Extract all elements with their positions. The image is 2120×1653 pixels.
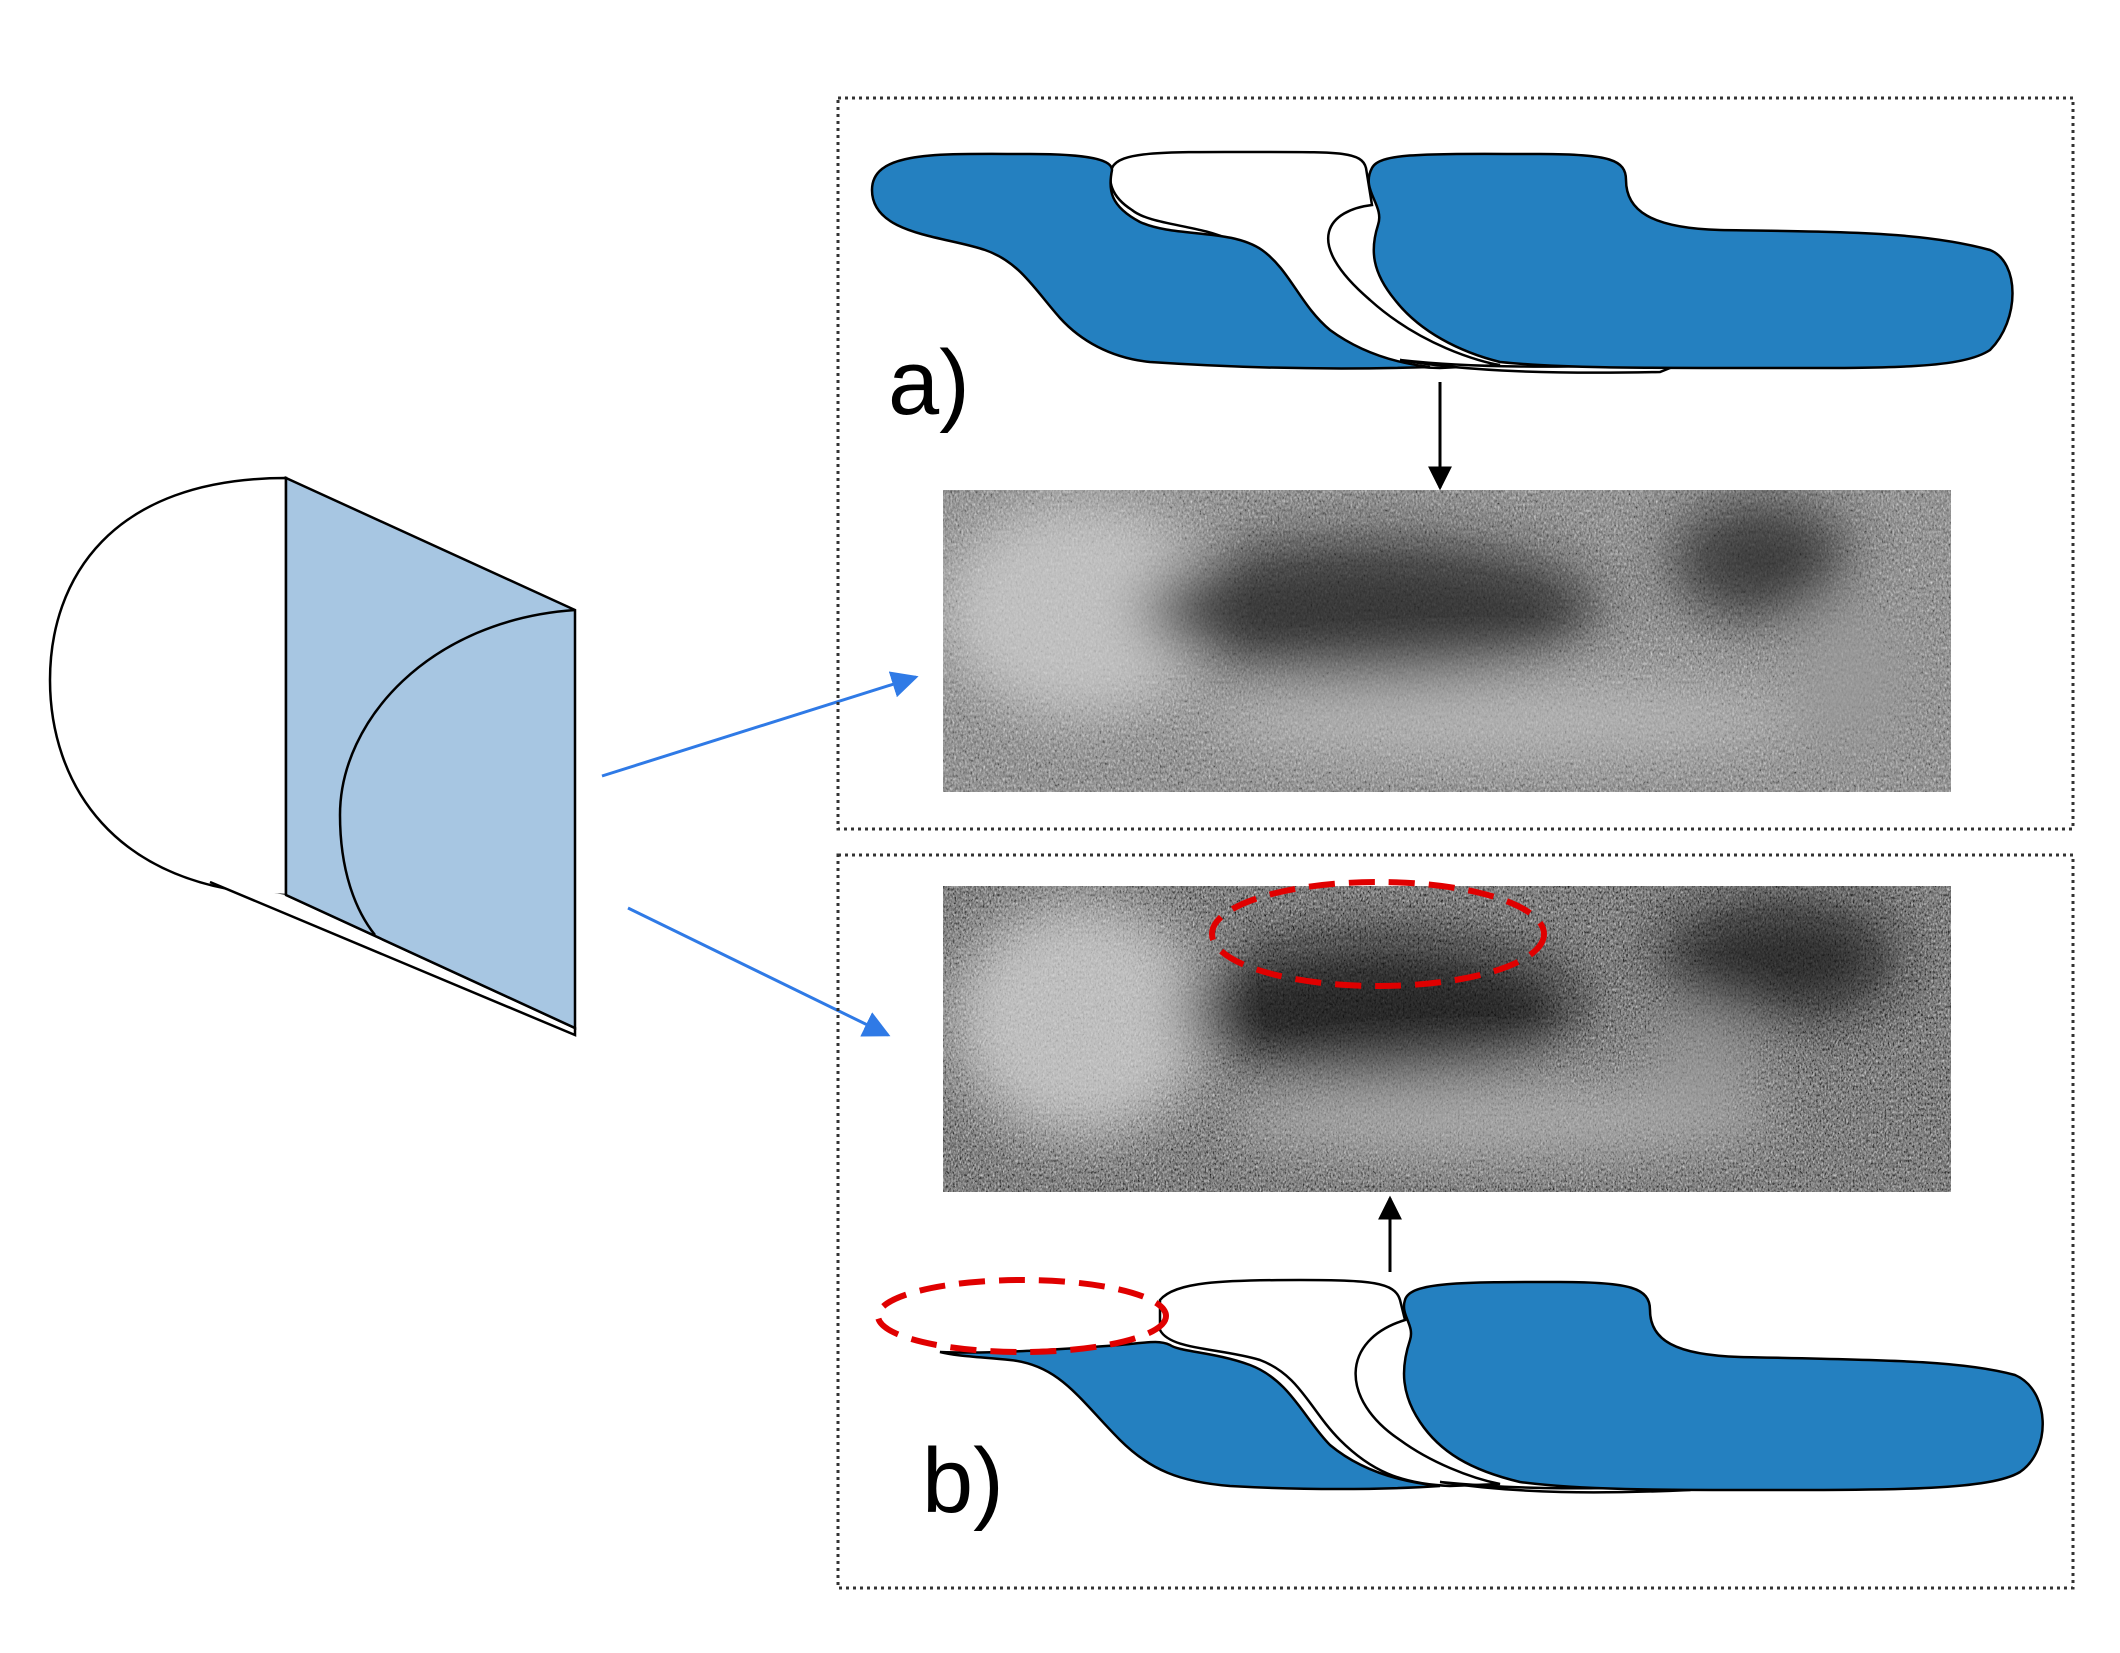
specimen-dome [48,476,288,897]
white-domain-top-a [1109,150,1501,370]
micrograph-image-b [943,886,1951,1192]
domain-schematic-a [870,150,2014,374]
highlight-ellipse-schematic-b [875,1277,1169,1355]
arrow-to-panel-b [627,906,891,1037]
cross-section-face [284,476,577,1030]
blue-domain-left-b [939,1340,1441,1491]
arrow-to-panel-a [601,671,919,778]
panel-a-frame [836,96,2075,831]
panel-a-label: a) [888,332,970,434]
blue-domain-right-a [1367,152,2014,370]
blue-domain-left-a [870,152,1431,370]
highlight-ellipse-image-b [1209,879,1547,989]
panel-a: a) [836,96,2075,831]
micrograph-image-a [943,490,1951,792]
panel-b-label: b) [922,1430,1004,1532]
domain-schematic-b [939,1278,2044,1494]
specimen-icon [48,476,577,1037]
panel-b: b) [836,853,2075,1590]
white-domain-top-b [1158,1278,1501,1488]
panel-b-frame [836,853,2075,1590]
cross-section-arc [338,608,576,936]
blue-domain-right-b [1402,1280,2044,1492]
